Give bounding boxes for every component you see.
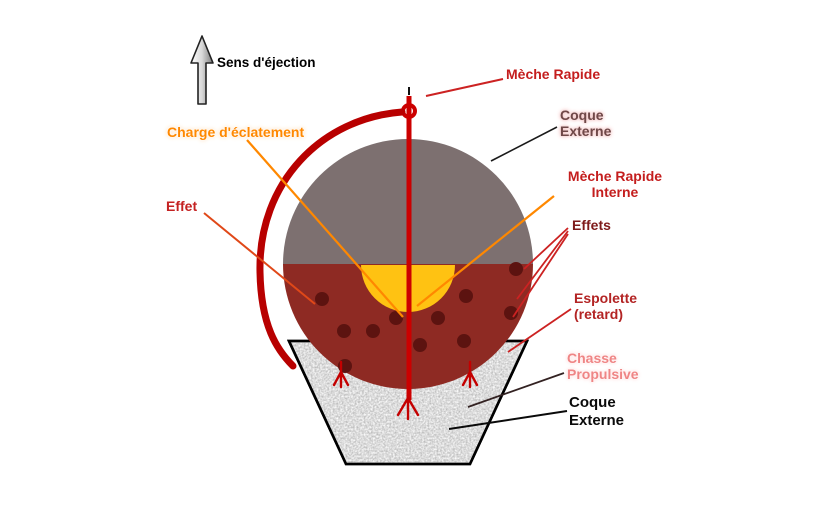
line-espolette [507,308,572,353]
ignition-sparks [332,360,479,421]
side-fuse [256,108,406,370]
line-effet [203,212,316,305]
line-charge-eclatement [246,139,404,318]
lines-effets [512,227,569,318]
line-coque-externe-bottom [448,410,568,430]
connector-lines [203,78,572,430]
line-meche-interne [416,195,555,307]
ejection-arrow-icon [190,35,214,105]
line-meche-rapide [425,78,504,97]
line-chasse-propulsive [467,372,565,408]
line-coque-externe-top [490,126,558,162]
